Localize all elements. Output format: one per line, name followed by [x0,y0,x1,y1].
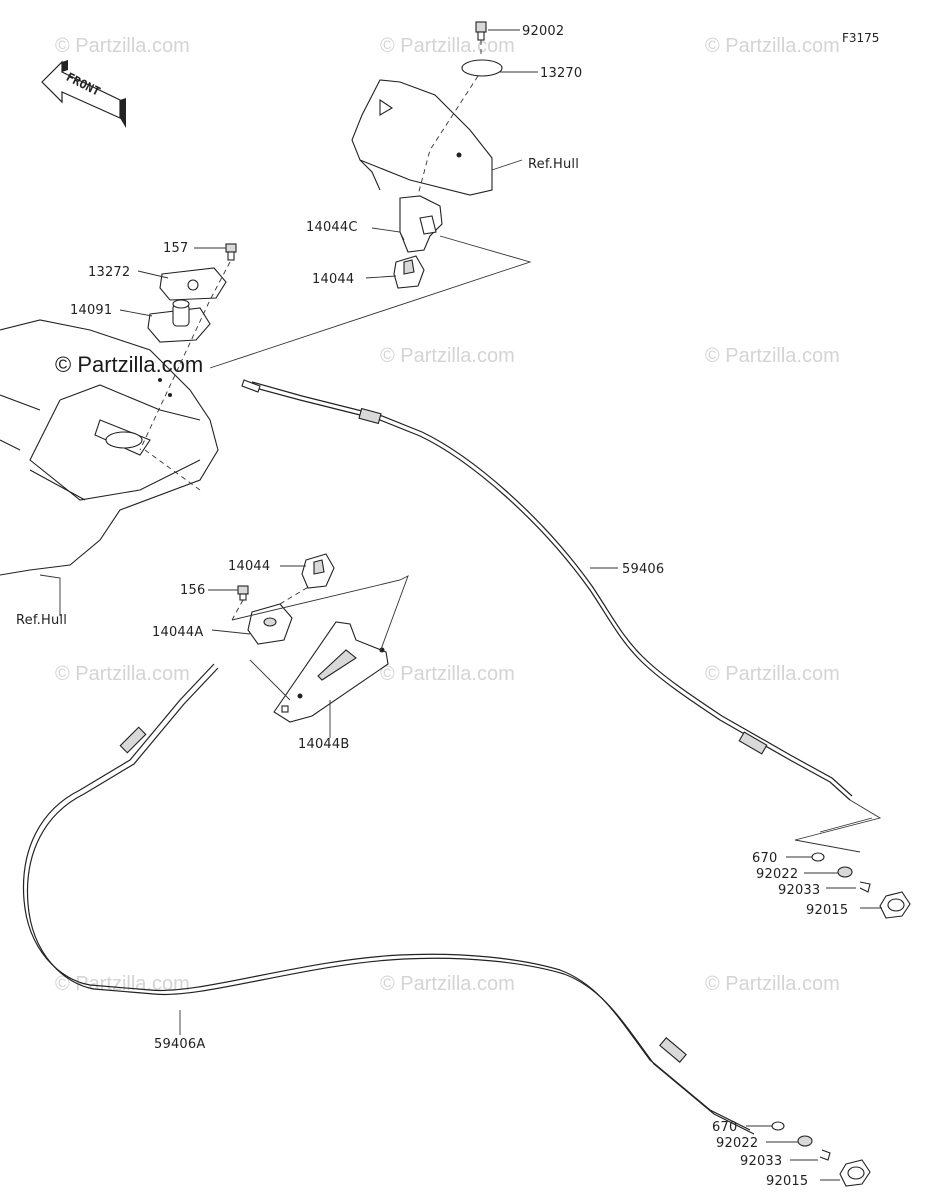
label-14044a: 14044A [152,625,203,640]
cable-59406a [22,663,755,1135]
label-92022-a: 92022 [756,867,798,882]
leader-lines [39,29,882,1181]
label-13270: 13270 [540,66,582,81]
clip-14044-top [393,255,425,289]
watermark-grid: © Partzilla.com © Partzilla.com © Partzi… [55,35,840,995]
watermark: © Partzilla.com [55,663,190,685]
bolt-156 [237,585,249,601]
lower-hull-section [0,319,219,576]
label-92022-b: 92022 [716,1136,758,1151]
clip-14044-mid [301,553,335,589]
watermark: © Partzilla.com [55,973,190,995]
label-92033-a: 92033 [778,883,820,898]
label-670-b: 670 [712,1120,737,1135]
bracket-14044b [273,621,389,723]
watermark: © Partzilla.com [380,345,515,367]
label-670-a: 670 [752,851,777,866]
label-14091: 14091 [70,303,112,318]
figure-code: F3175 [842,31,879,45]
watermark: © Partzilla.com [705,345,840,367]
bolt-92002 [475,21,487,41]
label-157: 157 [163,241,188,256]
label-ref-hull-left: Ref.Hull [16,613,67,628]
watermark: © Partzilla.com [705,973,840,995]
label-ref-hull-top: Ref.Hull [528,157,579,172]
bolt-157 [225,243,237,261]
upper-hull-section [351,79,493,196]
part-labels: 92002 13270 Ref.Hull 14044C 14044 157 13… [16,24,848,1189]
label-13272: 13272 [88,265,130,280]
hardware-set-a [794,799,911,919]
label-14044-mid: 14044 [228,559,270,574]
watermark: © Partzilla.com [705,663,840,685]
label-59406a: 59406A [154,1037,205,1052]
label-14044b: 14044B [298,737,349,752]
grommet-14091 [147,299,211,343]
watermark: © Partzilla.com [380,35,515,57]
watermark-main: © Partzilla.com [55,352,203,377]
cable-59406 [241,379,853,801]
label-92015-a: 92015 [806,903,848,918]
label-92033-b: 92033 [740,1154,782,1169]
watermark: © Partzilla.com [705,35,840,57]
label-156: 156 [180,583,205,598]
label-59406: 59406 [622,562,664,577]
front-arrow-icon: FRONT [41,60,126,128]
bracket-14044c [399,195,443,253]
label-14044c: 14044C [306,220,358,235]
gasket-13270 [461,59,503,77]
watermark: © Partzilla.com [380,663,515,685]
watermark: © Partzilla.com [380,973,515,995]
label-14044-top: 14044 [312,272,354,287]
hardware-set-b [771,1121,871,1187]
clamp-14044a [247,603,293,645]
label-92015-b: 92015 [766,1174,808,1189]
watermark: © Partzilla.com [55,35,190,57]
label-92002: 92002 [522,24,564,39]
